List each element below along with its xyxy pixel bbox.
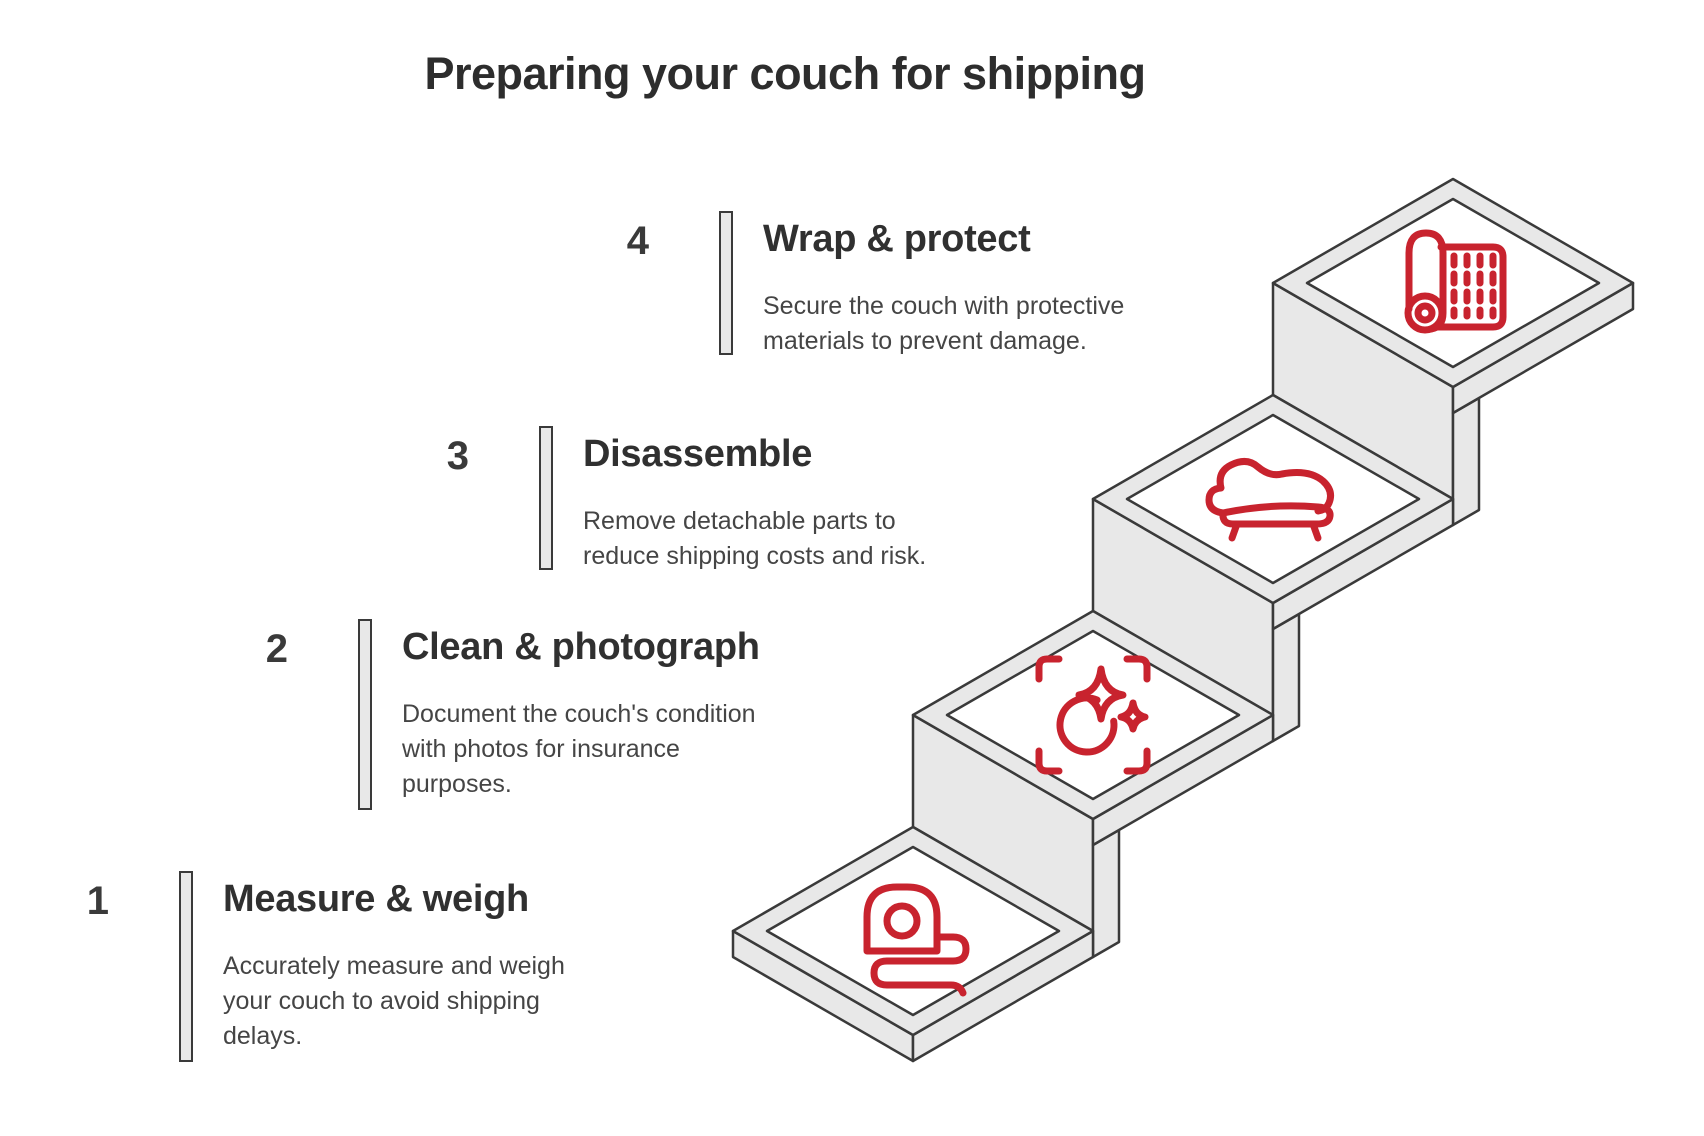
- step-divider-bar: [179, 871, 193, 1062]
- step-number: 3: [446, 434, 469, 478]
- step-divider-bar: [719, 211, 733, 355]
- riser-side-strip: [1091, 828, 1121, 959]
- step-description: Document the couch's condition with phot…: [402, 700, 756, 798]
- stair-step-3: [1091, 393, 1455, 743]
- step-description: Accurately measure and weigh your couch …: [223, 952, 565, 1050]
- wrap-roll-icon: [1404, 229, 1507, 334]
- measuring-tape-icon: [863, 883, 970, 997]
- step-number: 2: [265, 627, 288, 671]
- step-number: 1: [86, 879, 109, 923]
- riser-side-strip: [1271, 612, 1301, 743]
- step-number: 4: [626, 219, 649, 263]
- camera-sparkle-icon: [1035, 655, 1151, 775]
- step-divider-bar: [358, 619, 372, 810]
- stair-step-4: [1271, 177, 1635, 527]
- step-inner-panel: [945, 629, 1241, 801]
- stair-step-2: [911, 609, 1275, 959]
- step-heading: Measure & weigh: [223, 878, 529, 920]
- step-heading: Wrap & protect: [763, 218, 1031, 260]
- step-description: Remove detachable parts to reduce shippi…: [583, 507, 927, 570]
- page-title: Preparing your couch for shipping: [424, 48, 1146, 99]
- couch-icon: [1205, 458, 1334, 542]
- step-description: Secure the couch with protective materia…: [763, 292, 1125, 355]
- step-inner-panel: [1125, 413, 1421, 585]
- step-divider-bar: [539, 426, 553, 570]
- stair-step-1: [731, 825, 1095, 1063]
- step-heading: Disassemble: [583, 433, 813, 475]
- step-heading: Clean & photograph: [402, 626, 760, 668]
- riser-side-strip: [1451, 396, 1481, 527]
